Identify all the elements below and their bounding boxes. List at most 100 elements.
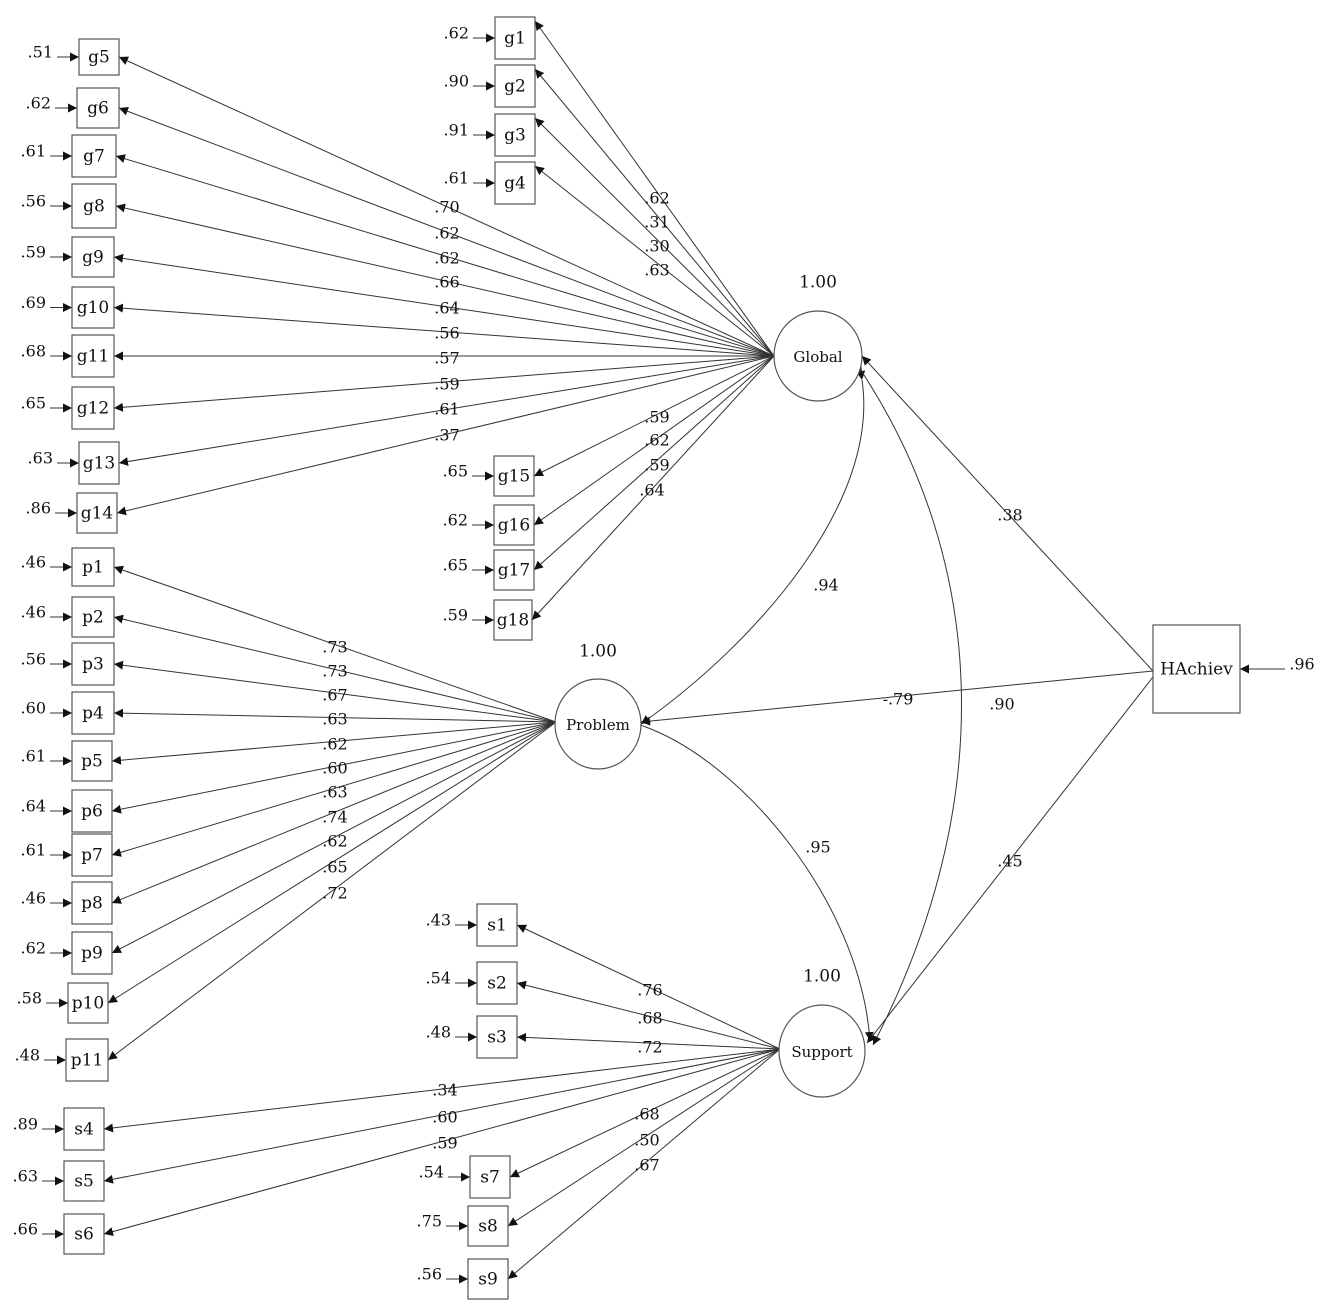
correlation-global-support (853, 362, 962, 1046)
error-label-g15: .65 (443, 462, 468, 481)
error-label-s4: .89 (13, 1115, 38, 1134)
error-label-g6: .62 (26, 94, 51, 113)
loading-label-p2: .73 (322, 662, 347, 681)
error-label-p5: .61 (21, 747, 46, 766)
error-label-p10: .58 (17, 989, 42, 1008)
error-label-p11: .48 (15, 1046, 40, 1065)
loading-label-g2: .31 (644, 213, 669, 232)
indicator-label-p11: p11 (71, 1051, 104, 1071)
indicator-label-p6: p6 (81, 802, 103, 822)
indicator-label-g17: g17 (498, 561, 531, 581)
loading-path-g6 (118, 106, 775, 357)
indicator-box-g5 (78, 38, 120, 76)
loading-path-g3 (534, 117, 775, 357)
correlation-problem-support (633, 718, 874, 1042)
loading-label-s3: .72 (637, 1038, 662, 1057)
error-label-g17: .65 (443, 556, 468, 575)
loading-label-s9: .67 (634, 1156, 659, 1175)
indicator-label-g6: g6 (87, 99, 109, 119)
indicator-box-g7 (71, 134, 117, 178)
loading-path-p2 (113, 614, 557, 723)
indicator-label-p8: p8 (81, 894, 103, 914)
indicator-box-p8 (71, 881, 113, 925)
indicator-box-g3 (494, 113, 536, 157)
loading-path-g8 (115, 203, 775, 357)
indicator-label-p10: p10 (72, 994, 105, 1014)
loading-label-g3: .30 (644, 237, 669, 256)
error-label-g12: .65 (21, 394, 46, 413)
loading-path-s2 (516, 980, 781, 1050)
error-label-g11: .68 (21, 342, 46, 361)
indicator-label-g16: g16 (498, 516, 531, 536)
loading-label-p10: .65 (322, 858, 347, 877)
error-label-g18: .59 (443, 606, 468, 625)
indicator-label-g1: g1 (504, 29, 526, 49)
latent-circle-support (778, 1004, 866, 1098)
path-label-hachiev-support: .45 (997, 852, 1022, 871)
error-label-s7: .54 (419, 1163, 444, 1182)
error-label-g1: .62 (444, 24, 469, 43)
loading-label-g17: .59 (644, 456, 669, 475)
loading-path-s9 (507, 1048, 781, 1280)
indicator-box-p4 (71, 691, 115, 735)
indicator-label-s3: s3 (487, 1028, 507, 1048)
loading-label-g5: .70 (434, 198, 459, 217)
error-label-s3: .48 (426, 1023, 451, 1042)
indicator-label-p2: p2 (82, 608, 104, 628)
indicator-box-g18 (493, 599, 533, 641)
loading-path-p7 (111, 721, 557, 857)
loading-label-s6: .59 (432, 1134, 457, 1153)
indicator-box-p3 (71, 642, 115, 686)
loading-label-p5: .62 (322, 735, 347, 754)
latent-label-support: Support (791, 1043, 852, 1061)
loading-label-s2: .68 (637, 1009, 662, 1028)
indicator-box-g10 (71, 286, 115, 329)
indicator-label-p7: p7 (81, 846, 103, 866)
error-label-s1: .43 (426, 911, 451, 930)
indicator-label-p5: p5 (81, 752, 103, 772)
loading-label-g1: .62 (644, 189, 669, 208)
outcome-box-hachiev (1152, 624, 1241, 714)
indicator-box-s4 (63, 1107, 105, 1151)
indicator-label-g11: g11 (77, 347, 110, 367)
error-label-g9: .59 (21, 243, 46, 262)
indicator-box-g6 (76, 87, 120, 129)
latent-variance-support: 1.00 (803, 967, 841, 987)
loading-label-p3: .67 (322, 686, 347, 705)
indicator-label-g9: g9 (82, 248, 104, 268)
loading-path-p6 (111, 721, 557, 814)
latent-variance-problem: 1.00 (579, 642, 617, 662)
outcome-label-hachiev: HAchiev (1160, 660, 1233, 680)
loading-path-g12 (113, 355, 775, 412)
loading-path-p3 (113, 660, 557, 723)
indicator-box-g14 (76, 492, 118, 534)
indicator-label-s8: s8 (478, 1217, 498, 1237)
loading-path-s6 (103, 1048, 781, 1236)
indicator-box-s9 (467, 1258, 509, 1300)
error-label-g4: .61 (444, 169, 469, 188)
loading-label-g9: .64 (434, 299, 459, 318)
indicator-label-s6: s6 (74, 1225, 94, 1245)
indicator-box-g11 (71, 334, 115, 378)
loading-label-g11: .57 (434, 349, 459, 368)
loading-label-s1: .76 (637, 981, 662, 1000)
indicator-box-p1 (71, 547, 115, 587)
indicator-label-g7: g7 (83, 147, 105, 167)
loading-label-g7: .62 (434, 249, 459, 268)
loading-label-g15: .59 (644, 408, 669, 427)
indicator-box-g17 (493, 549, 535, 591)
indicator-box-p9 (71, 931, 113, 975)
loading-path-g18 (531, 355, 775, 621)
correlation-label-global-problem: .94 (813, 576, 838, 595)
loading-label-g14: .37 (434, 426, 459, 445)
loading-path-s7 (509, 1048, 781, 1178)
indicator-label-s4: s4 (74, 1120, 94, 1140)
loading-path-p4 (113, 708, 557, 723)
error-label-p3: .56 (21, 650, 46, 669)
loading-path-p9 (111, 721, 557, 954)
error-label-p7: .61 (21, 841, 46, 860)
indicator-label-g15: g15 (498, 467, 531, 487)
loading-label-s4: .34 (432, 1081, 457, 1100)
loading-path-g16 (533, 355, 775, 526)
